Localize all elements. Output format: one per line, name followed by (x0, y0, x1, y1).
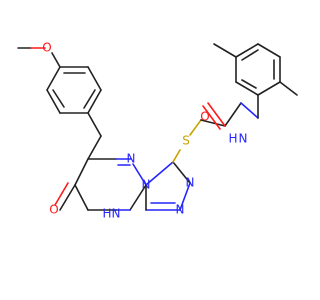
triazole-bond-1 (145, 161, 174, 186)
molecule-canvas: O O N H S N N N N N H O (17, 40, 298, 221)
amide-hydrogen-label: H (228, 132, 237, 146)
xylyl-bond-4 (257, 43, 281, 58)
triazine-bond-7 (74, 184, 89, 211)
amide-nitrogen-label: N (239, 132, 248, 146)
sulfur-bond-2 (189, 119, 202, 136)
triazine-bond-3 (132, 163, 147, 186)
triazole-bond-3 (179, 182, 191, 211)
amide-n-bond (240, 102, 259, 119)
methoxy-ring-bond (51, 52, 61, 68)
ring-nitrogen-2-label: N (142, 178, 151, 192)
benzyl-bond-2 (87, 135, 102, 160)
xylyl-bond-7 (235, 81, 259, 96)
aryl-bond-3 (87, 89, 102, 114)
sulfur-bond-1 (172, 149, 181, 163)
triazine-bond-4 (129, 184, 147, 211)
methyl-left (213, 43, 237, 58)
chain-bond-2 (224, 102, 242, 127)
ring-nitrogen-4-label: N (176, 203, 185, 217)
chain-bond-1 (200, 119, 226, 127)
sulfur-label: S (182, 134, 190, 148)
molecule-structure: O O N H S N N N N N H O (17, 41, 298, 221)
amide-oxygen-label: O (200, 110, 209, 124)
ring-nitrogen-1-label: N (127, 152, 136, 166)
aryl-double-3 (52, 89, 65, 108)
ring-nh-nitrogen-label: N (112, 207, 121, 221)
aryl-bond-2 (87, 66, 102, 91)
xylyl-double-2 (241, 49, 259, 61)
aryl-bond-6 (46, 66, 61, 91)
methoxy-oxygen-label: O (42, 41, 51, 55)
methyl-right (279, 81, 298, 96)
keto-bond-b (54, 182, 69, 206)
aryl-double-2 (83, 89, 96, 109)
triazine-bond-8 (74, 158, 89, 186)
ring-nitrogen-3-label: N (186, 176, 195, 190)
keto-oxygen-label: O (49, 203, 58, 217)
triazole-bond-2 (172, 161, 191, 184)
ring-nh-hydrogen-label: H (102, 207, 111, 221)
keto-bond-a (59, 184, 76, 211)
amide-carbonyl-b (202, 105, 221, 130)
aryl-bond-5 (46, 89, 61, 114)
benzyl-bond-1 (87, 112, 102, 137)
amide-carbonyl-a (207, 102, 226, 127)
xylyl-double-3 (241, 79, 257, 89)
xylyl-bond-5 (235, 43, 259, 58)
xylyl-bond-2 (257, 81, 281, 96)
